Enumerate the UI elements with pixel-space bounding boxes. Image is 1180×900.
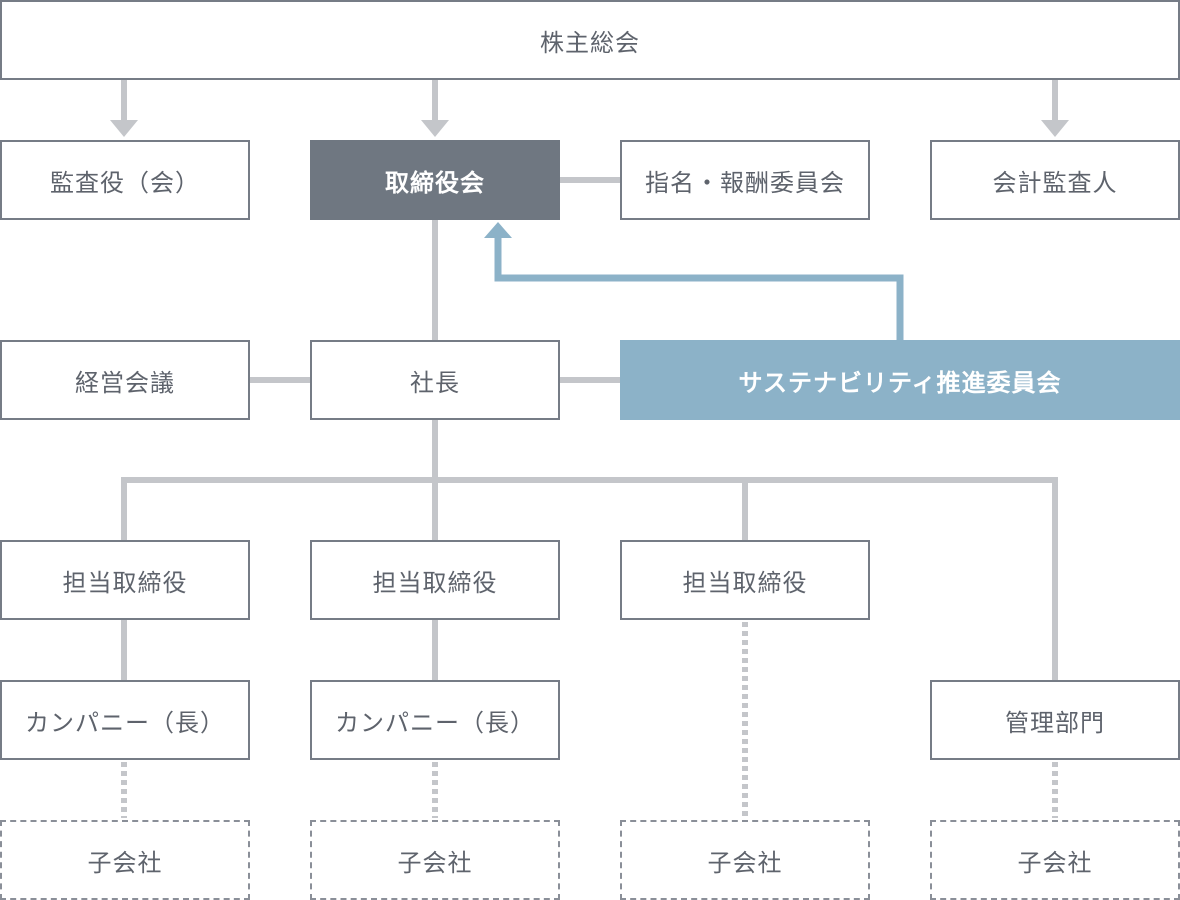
sustainability-report-arrow bbox=[484, 222, 904, 340]
management-meeting-label: 経営会議 bbox=[75, 368, 175, 397]
subsidiary-label-4: 子会社 bbox=[1017, 848, 1093, 877]
director-label-3: 担当取締役 bbox=[682, 568, 808, 597]
president-box: 社長 bbox=[310, 340, 560, 420]
company-box-2: カンパニー（長） bbox=[310, 680, 560, 760]
director-label-1: 担当取締役 bbox=[62, 568, 188, 597]
dotted-connectors bbox=[121, 622, 1058, 818]
sustainability-committee-label: サステナビリティ推進委員会 bbox=[738, 368, 1062, 397]
management-meeting-box: 経営会議 bbox=[0, 340, 250, 420]
report-arrowhead bbox=[484, 222, 512, 238]
arrowhead-accounting bbox=[1041, 120, 1069, 137]
board-of-directors-box: 取締役会 bbox=[310, 140, 560, 220]
report-line bbox=[494, 238, 904, 340]
director-box-2: 担当取締役 bbox=[310, 540, 560, 620]
subsidiary-box-2: 子会社 bbox=[310, 820, 560, 900]
director-box-3: 担当取締役 bbox=[620, 540, 870, 620]
subsidiary-box-4: 子会社 bbox=[930, 820, 1180, 900]
shareholders-meeting-label: 株主総会 bbox=[540, 28, 640, 57]
board-of-directors-label: 取締役会 bbox=[385, 168, 485, 197]
solid-connectors bbox=[121, 80, 1058, 680]
subsidiary-label-1: 子会社 bbox=[87, 848, 163, 877]
subsidiary-label-2: 子会社 bbox=[397, 848, 473, 877]
admin-division-label: 管理部門 bbox=[1005, 708, 1105, 737]
subsidiary-box-1: 子会社 bbox=[0, 820, 250, 900]
arrowhead-auditors bbox=[110, 120, 138, 137]
sustainability-committee-box: サステナビリティ推進委員会 bbox=[620, 340, 1180, 420]
shareholders-meeting-box: 株主総会 bbox=[0, 0, 1180, 80]
subsidiary-box-3: 子会社 bbox=[620, 820, 870, 900]
company-label-1: カンパニー（長） bbox=[25, 708, 225, 737]
admin-division-box: 管理部門 bbox=[930, 680, 1180, 760]
auditors-label: 監査役（会） bbox=[50, 168, 200, 197]
company-label-2: カンパニー（長） bbox=[335, 708, 535, 737]
accounting-auditor-label: 会計監査人 bbox=[992, 168, 1118, 197]
connector-branch-bus bbox=[121, 477, 1058, 680]
nomination-committee-label: 指名・報酬委員会 bbox=[645, 168, 845, 197]
subsidiary-label-3: 子会社 bbox=[707, 848, 783, 877]
auditors-box: 監査役（会） bbox=[0, 140, 250, 220]
arrowhead-board bbox=[421, 120, 449, 137]
company-box-1: カンパニー（長） bbox=[0, 680, 250, 760]
president-label: 社長 bbox=[410, 368, 460, 397]
director-label-2: 担当取締役 bbox=[372, 568, 498, 597]
director-box-1: 担当取締役 bbox=[0, 540, 250, 620]
nomination-committee-box: 指名・報酬委員会 bbox=[620, 140, 870, 220]
accounting-auditor-box: 会計監査人 bbox=[930, 140, 1180, 220]
arrowheads bbox=[110, 120, 1069, 137]
